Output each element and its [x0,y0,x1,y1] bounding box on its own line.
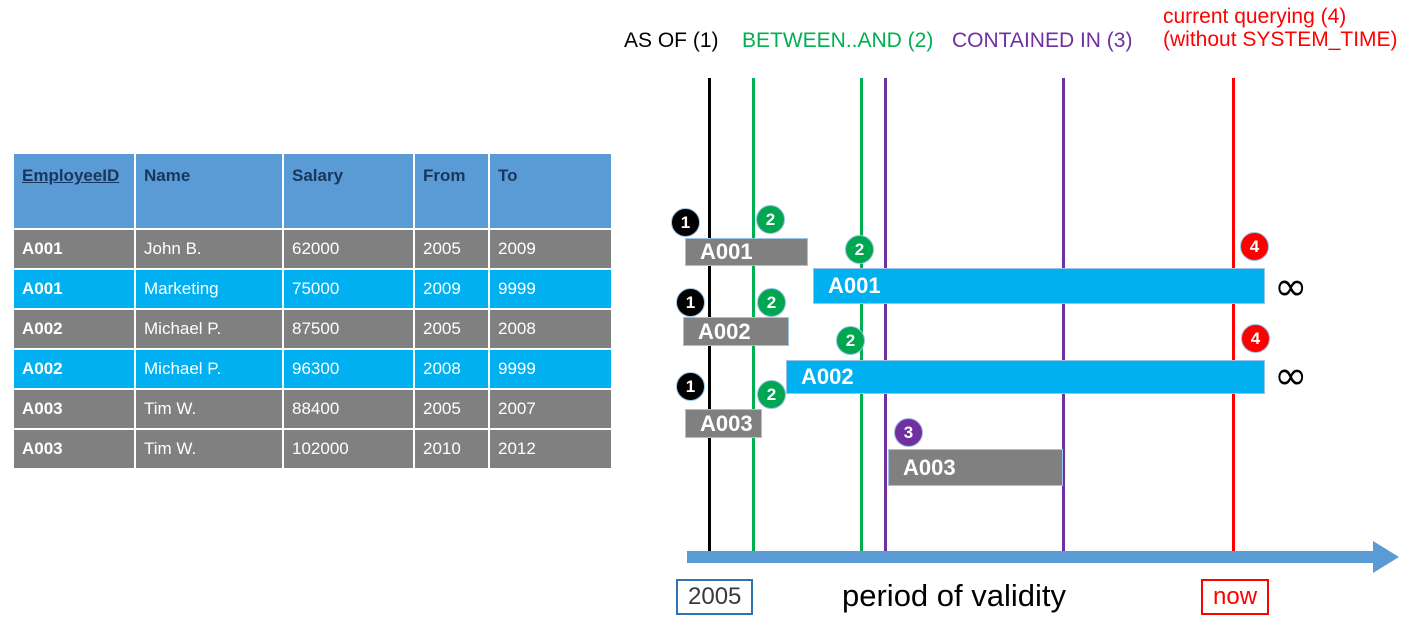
cell-to: 9999 [490,270,611,308]
bar-label: A002 [801,364,854,389]
marker-1-a001: 1 [671,208,700,237]
marker-1-a002: 1 [676,288,705,317]
bar-a001-current: A001 [813,268,1265,304]
contained-end-line [1062,78,1065,557]
cell-employeeid: A001 [14,230,134,268]
bar-a003-second: A003 [888,449,1063,486]
axis-title: period of validity [842,578,1067,613]
axis-tick-now: now [1201,579,1270,615]
timeline-arrowhead-icon [1373,541,1399,573]
cell-name: Michael P. [136,310,282,348]
bar-a002-current: A002 [786,360,1265,394]
cell-from: 2010 [415,430,488,468]
legend-between-and: BETWEEN..AND (2) [742,29,934,52]
marker-1-a003: 1 [676,372,705,401]
contained-start-line [884,78,887,557]
cell-name: Tim W. [136,430,282,468]
bar-a002-historic: A002 [683,317,789,346]
bar-label: A001 [700,239,753,264]
table-header: EmployeeID Name Salary From To [14,154,611,228]
column-header-salary: Salary [284,154,413,228]
bar-label: A001 [828,273,881,298]
legend-current-querying: current querying (4) (without SYSTEM_TIM… [1163,5,1398,51]
cell-name: Marketing [136,270,282,308]
cell-from: 2009 [415,270,488,308]
legend-current-querying-line2: (without SYSTEM_TIME) [1163,27,1398,51]
cell-employeeid: A003 [14,430,134,468]
column-header-from: From [415,154,488,228]
bar-label: A003 [903,454,956,480]
cell-salary: 88400 [284,390,413,428]
legend-contained-in: CONTAINED IN (3) [952,29,1133,52]
cell-salary: 87500 [284,310,413,348]
table-row: A002 Michael P. 96300 2008 9999 [14,350,611,388]
cell-salary: 102000 [284,430,413,468]
cell-from: 2008 [415,350,488,388]
cell-salary: 62000 [284,230,413,268]
cell-to: 2007 [490,390,611,428]
cell-from: 2005 [415,230,488,268]
cell-salary: 96300 [284,350,413,388]
cell-name: Tim W. [136,390,282,428]
marker-2-a002-start: 2 [757,288,786,317]
bar-label: A003 [700,410,753,436]
cell-to: 2009 [490,230,611,268]
cell-to: 2008 [490,310,611,348]
cell-to: 2012 [490,430,611,468]
cell-from: 2005 [415,310,488,348]
cell-employeeid: A002 [14,350,134,388]
employee-history-table: EmployeeID Name Salary From To A001 John… [12,152,613,470]
table-row: A001 Marketing 75000 2009 9999 [14,270,611,308]
infinity-a002: ∞ [1274,353,1308,399]
legend-current-querying-line1: current querying (4) [1163,5,1347,28]
marker-2-a002-end: 2 [836,326,865,355]
table-header-row: EmployeeID Name Salary From To [14,154,611,228]
bar-a001-historic: A001 [685,238,808,266]
marker-4-a002: 4 [1241,324,1270,353]
column-header-employeeid: EmployeeID [14,154,134,228]
legend-as-of: AS OF (1) [624,29,719,52]
marker-2-a001-start: 2 [756,205,785,234]
marker-4-a001: 4 [1240,232,1269,261]
cell-salary: 75000 [284,270,413,308]
infinity-a001: ∞ [1274,264,1308,310]
table-row: A003 Tim W. 102000 2010 2012 [14,430,611,468]
table-body: A001 John B. 62000 2005 2009 A001 Market… [14,230,611,468]
timeline-axis [687,551,1377,563]
cell-employeeid: A001 [14,270,134,308]
table-row: A001 John B. 62000 2005 2009 [14,230,611,268]
marker-2-a001-end: 2 [845,235,874,264]
cell-name: Michael P. [136,350,282,388]
now-line [1232,78,1235,557]
table-row: A003 Tim W. 88400 2005 2007 [14,390,611,428]
column-header-name: Name [136,154,282,228]
cell-to: 9999 [490,350,611,388]
marker-2-a003: 2 [757,380,786,409]
table-row: A002 Michael P. 87500 2005 2008 [14,310,611,348]
column-header-to: To [490,154,611,228]
cell-employeeid: A003 [14,390,134,428]
axis-tick-start: 2005 [676,579,754,615]
between-end-line [860,78,863,557]
bar-label: A002 [698,318,751,344]
bar-a003-historic: A003 [685,409,762,438]
cell-from: 2005 [415,390,488,428]
cell-name: John B. [136,230,282,268]
marker-3-a003: 3 [894,418,923,447]
cell-employeeid: A002 [14,310,134,348]
